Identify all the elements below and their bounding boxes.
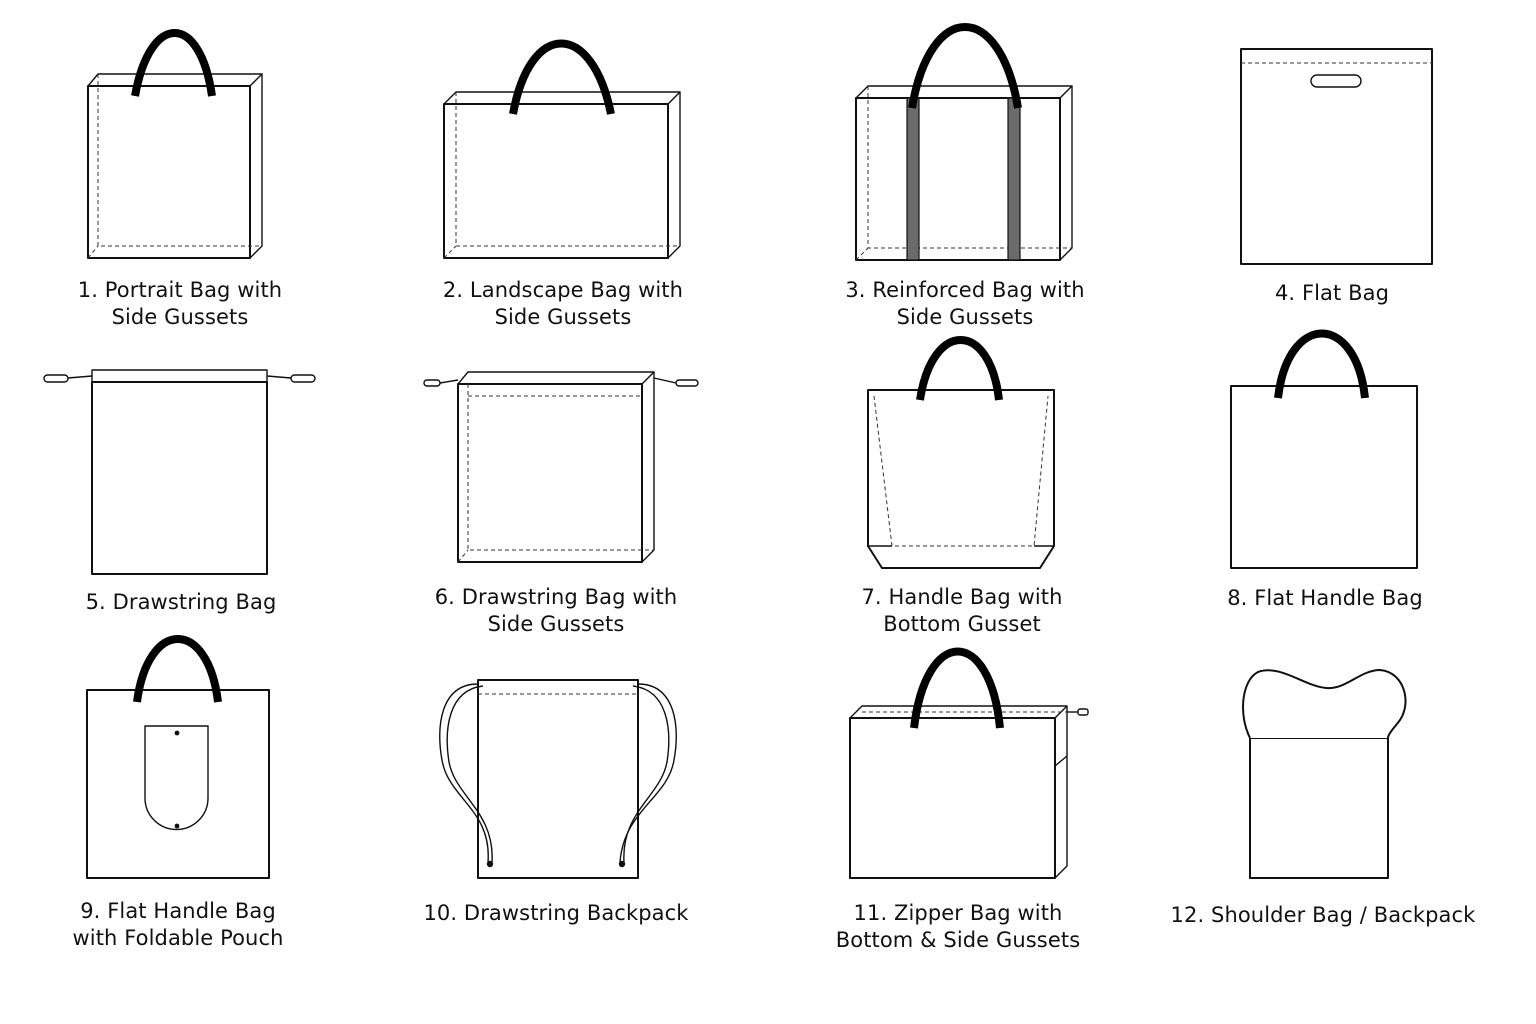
shoulder-bag-illustration [1242, 669, 1407, 879]
caption-line: 3. Reinforced Bag with [845, 278, 1085, 302]
snap-button [174, 730, 180, 736]
caption-line: 7. Handle Bag with [861, 585, 1063, 609]
caption-line: 1. Portrait Bag with [77, 278, 283, 302]
caption-line: 10. Drawstring Backpack [423, 901, 689, 925]
right-cord [619, 683, 677, 863]
cord-end [290, 374, 316, 383]
bag-handle [908, 23, 1022, 109]
drawstring-gusset-bag-illustration [423, 371, 699, 563]
bag-handle [133, 635, 222, 703]
caption-drawstring-backpack: 10. Drawstring Backpack [406, 900, 706, 927]
caption-line: 5. Drawstring Bag [85, 590, 277, 614]
caption-line: 2. Landscape Bag with [442, 278, 684, 302]
caption-line: Bottom & Side Gussets [835, 928, 1081, 952]
caption-line: 8. Flat Handle Bag [1227, 586, 1423, 610]
snap-button [174, 823, 180, 829]
flat-bag-illustration [1240, 48, 1433, 265]
reinforcement-strap [906, 97, 920, 261]
foldable-pouch-bag-illustration [86, 635, 270, 879]
caption-reinforced-bag-with-side-gussets: 3. Reinforced Bag with Side Gussets [815, 277, 1115, 331]
bag-handle [910, 647, 1004, 729]
flat-handle-bag-illustration [1230, 329, 1418, 569]
reinforced-bag-illustration [855, 23, 1073, 261]
caption-shoulder-bag-backpack: 12. Shoulder Bag / Backpack [1163, 902, 1483, 929]
cord-end [675, 379, 699, 387]
caption-flat-bag: 4. Flat Bag [1222, 280, 1442, 307]
drawstring-bag-illustration [43, 369, 316, 575]
cord-end [618, 860, 626, 868]
portrait-bag-illustration [87, 29, 263, 259]
caption-line: 6. Drawstring Bag with [434, 585, 678, 609]
bag-handle [131, 29, 216, 97]
left-cord [439, 683, 489, 863]
caption-portrait-bag-with-side-gussets: 1. Portrait Bag with Side Gussets [40, 277, 320, 331]
caption-line: Side Gussets [111, 305, 249, 329]
foldable-pouch [144, 725, 209, 831]
cord-end [486, 860, 494, 868]
caption-flat-handle-bag: 8. Flat Handle Bag [1205, 585, 1445, 612]
zipper-pull [1077, 708, 1089, 716]
caption-line: Bottom Gusset [883, 612, 1041, 636]
drawstring-backpack-illustration [439, 679, 677, 879]
caption-line: Side Gussets [494, 305, 632, 329]
caption-line: 9. Flat Handle Bag [80, 899, 276, 923]
caption-line: 12. Shoulder Bag / Backpack [1170, 903, 1476, 927]
bag-handle [1274, 329, 1369, 399]
caption-handle-bag-with-bottom-gusset: 7. Handle Bag with Bottom Gusset [822, 584, 1102, 638]
caption-drawstring-bag-with-side-gussets: 6. Drawstring Bag with Side Gussets [406, 584, 706, 638]
caption-flat-handle-bag-with-foldable-pouch: 9. Flat Handle Bag with Foldable Pouch [38, 898, 318, 952]
caption-line: Side Gussets [487, 612, 625, 636]
cord-end [423, 379, 441, 387]
caption-line: 11. Zipper Bag with [853, 901, 1063, 925]
caption-landscape-bag-with-side-gussets: 2. Landscape Bag with Side Gussets [413, 277, 713, 331]
caption-line: Side Gussets [896, 305, 1034, 329]
zipper-bag-illustration [849, 647, 1089, 879]
caption-line: with Foldable Pouch [72, 926, 284, 950]
bag-handle [916, 336, 1003, 401]
caption-zipper-bag-with-bottom-and-side-gussets: 11. Zipper Bag with Bottom & Side Gusset… [808, 900, 1108, 954]
bag-handle [509, 39, 615, 115]
die-cut-handle [1310, 74, 1362, 88]
reinforcement-strap [1007, 97, 1021, 261]
handle-bottom-gusset-bag-illustration [867, 336, 1055, 569]
caption-drawstring-bag: 5. Drawstring Bag [61, 589, 301, 616]
caption-line: 4. Flat Bag [1274, 281, 1390, 305]
shoulder-flap [1242, 669, 1407, 739]
cord-end [43, 374, 69, 383]
landscape-bag-illustration [443, 39, 681, 259]
